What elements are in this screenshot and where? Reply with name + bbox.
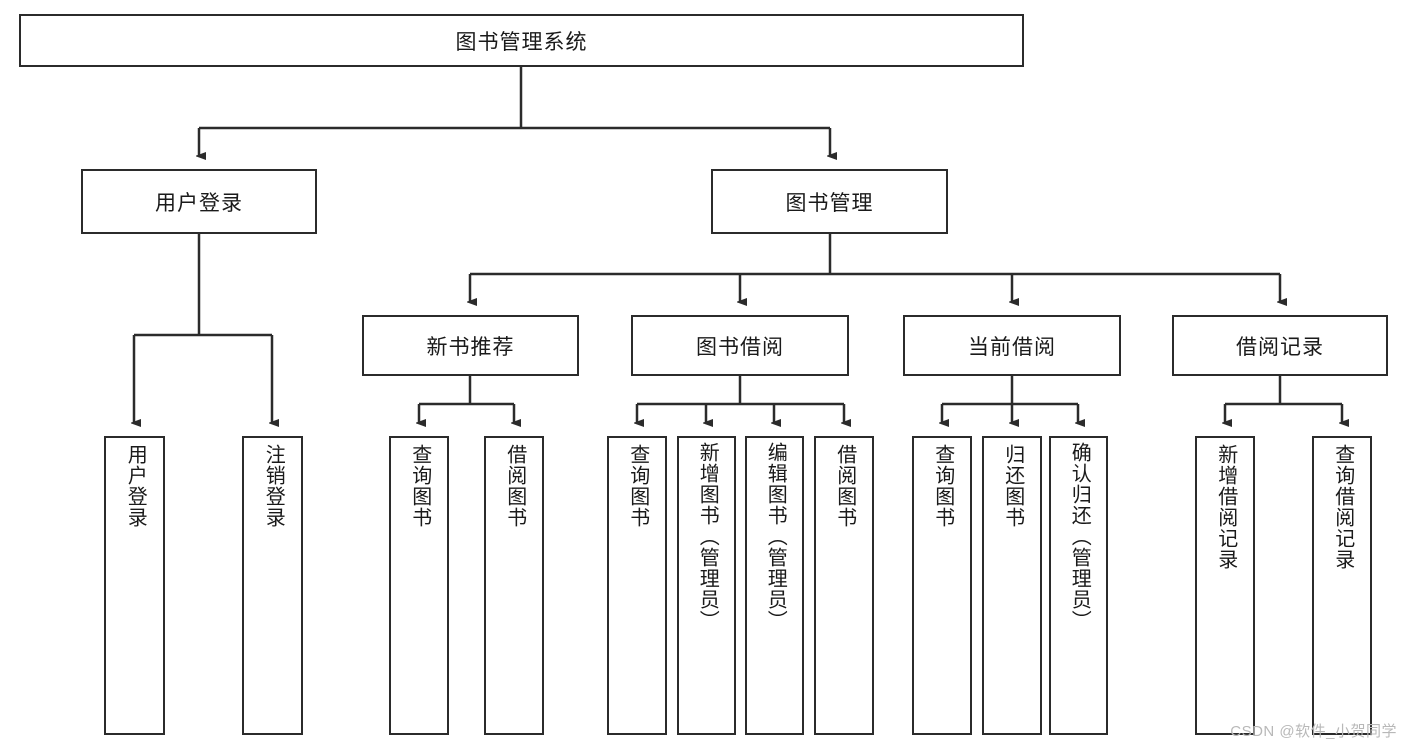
node-leaf-4[interactable]: 查询图书 — [607, 436, 667, 735]
node-leaf-5[interactable]: 新增图书（管理员） — [677, 436, 736, 735]
node-leaf-6[interactable]: 编辑图书（管理员） — [745, 436, 804, 735]
csdn-watermark: CSDN @软件_小贺同学 — [1230, 723, 1397, 740]
node-leaf-0[interactable]: 用户登录 — [104, 436, 165, 735]
node-leaf-12[interactable]: 查询借阅记录 — [1312, 436, 1372, 735]
node-level3-2[interactable]: 当前借阅 — [903, 315, 1121, 376]
node-leaf-9[interactable]: 归还图书 — [982, 436, 1042, 735]
node-root[interactable]: 图书管理系统 — [19, 14, 1024, 67]
node-leaf-1[interactable]: 注销登录 — [242, 436, 303, 735]
node-leaf-8[interactable]: 查询图书 — [912, 436, 972, 735]
node-leaf-10[interactable]: 确认归还（管理员） — [1049, 436, 1108, 735]
node-level2-1[interactable]: 图书管理 — [711, 169, 948, 234]
node-level3-1[interactable]: 图书借阅 — [631, 315, 849, 376]
node-leaf-11[interactable]: 新增借阅记录 — [1195, 436, 1255, 735]
node-level3-0[interactable]: 新书推荐 — [362, 315, 579, 376]
node-level2-0[interactable]: 用户登录 — [81, 169, 317, 234]
node-leaf-7[interactable]: 借阅图书 — [814, 436, 874, 735]
node-leaf-2[interactable]: 查询图书 — [389, 436, 449, 735]
node-level3-3[interactable]: 借阅记录 — [1172, 315, 1388, 376]
node-leaf-3[interactable]: 借阅图书 — [484, 436, 544, 735]
